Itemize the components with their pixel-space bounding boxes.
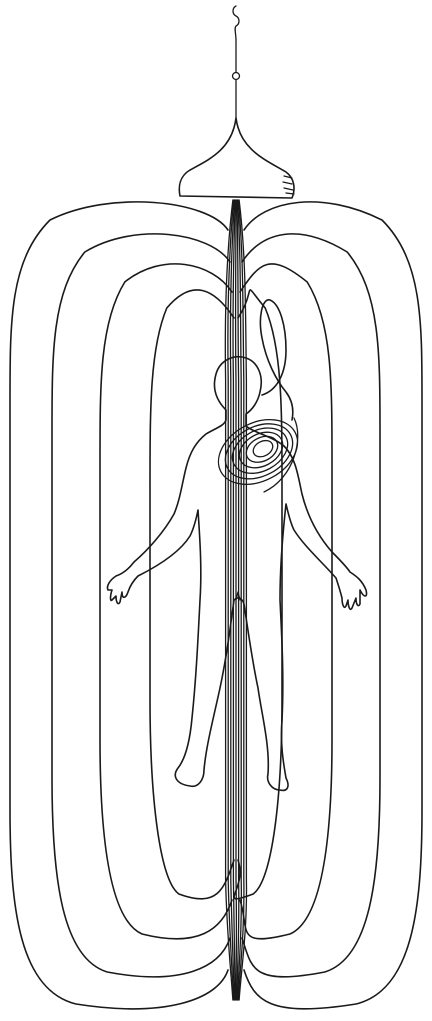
field-loops	[10, 202, 422, 1009]
field-loop-right	[240, 264, 332, 939]
hanging-cord	[233, 6, 240, 118]
bell-shaped-source	[179, 118, 294, 198]
central-line	[237, 200, 239, 1000]
human-figure	[107, 300, 366, 791]
field-loop-left	[150, 290, 234, 899]
field-loop-left	[10, 202, 228, 1009]
heart-spiral	[207, 407, 308, 498]
spiral-ring	[242, 431, 282, 467]
spiral-ring	[207, 407, 308, 498]
field-loop-left	[52, 234, 230, 977]
